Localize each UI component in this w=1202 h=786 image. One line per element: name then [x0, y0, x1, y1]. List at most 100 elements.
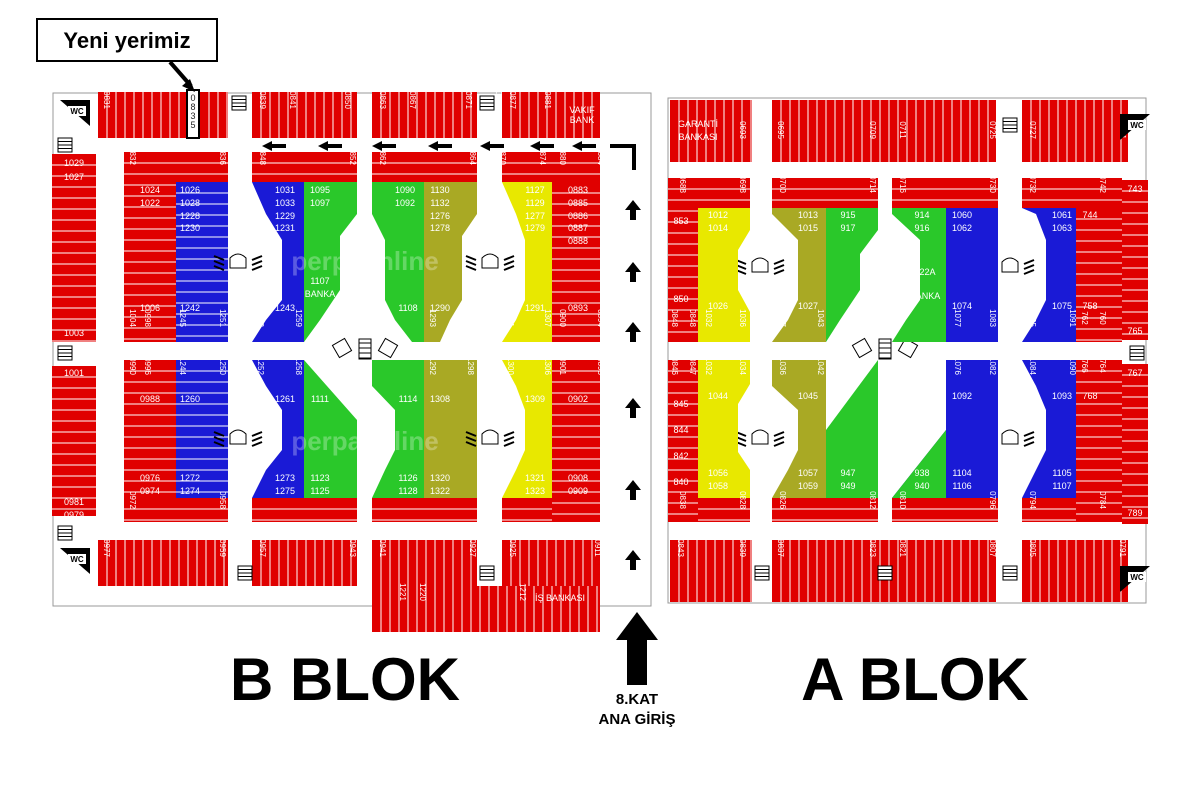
b-top-stands-3[interactable] — [252, 92, 357, 138]
b-q5-bottom[interactable] — [124, 498, 228, 522]
a-q4-top[interactable] — [1022, 178, 1122, 208]
b-top-stands-5[interactable] — [502, 92, 600, 138]
a-q5-yellow[interactable] — [698, 360, 750, 498]
stand-area[interactable] — [772, 100, 996, 162]
stand-area[interactable] — [502, 152, 600, 182]
stand-area[interactable] — [252, 498, 357, 522]
b-top-stands-1[interactable] — [98, 92, 186, 138]
b-q6-blue[interactable] — [252, 360, 304, 498]
b-q3-olive[interactable] — [424, 182, 477, 342]
b-q5-red[interactable] — [124, 360, 176, 522]
stand-area[interactable] — [1076, 360, 1122, 522]
a-q3-green[interactable] — [892, 208, 946, 342]
a-q7-blue[interactable] — [892, 360, 998, 498]
a-q6-green[interactable] — [826, 360, 878, 498]
b-q4-red[interactable] — [552, 182, 600, 342]
a-right-stands-bottom[interactable] — [1122, 364, 1148, 524]
b-left-stands-bottom[interactable] — [52, 366, 96, 516]
a-q4-red[interactable] — [1076, 208, 1122, 342]
b-q1-red[interactable] — [124, 152, 176, 342]
stand-area[interactable] — [1022, 498, 1076, 522]
stand-area[interactable] — [670, 540, 752, 602]
stand-area[interactable] — [1122, 364, 1148, 524]
a-q7-green[interactable] — [892, 430, 946, 498]
b-bottom-stands-3[interactable] — [372, 540, 477, 586]
stand-area[interactable] — [372, 586, 600, 632]
a-bottom-stands-3[interactable] — [1022, 540, 1128, 602]
stand-area[interactable] — [372, 152, 477, 182]
stand-area[interactable] — [372, 498, 477, 522]
b-bottom-stands-1[interactable] — [98, 540, 228, 586]
stand-area[interactable] — [252, 152, 357, 182]
b-q7-bottom[interactable] — [372, 498, 477, 522]
stand-area[interactable] — [1022, 178, 1122, 208]
stand-area[interactable] — [502, 540, 600, 586]
b-q7-green[interactable] — [372, 360, 424, 498]
a-q2-top[interactable] — [772, 178, 878, 208]
a-right-stands-top[interactable] — [1122, 180, 1148, 340]
b-bottom-stands-4[interactable] — [502, 540, 600, 586]
a-q1-top[interactable] — [698, 178, 750, 208]
stand-area[interactable] — [200, 92, 228, 138]
a-left-bottom[interactable] — [668, 360, 698, 522]
stand-area[interactable] — [772, 498, 878, 522]
b-top-stands-4[interactable] — [372, 92, 477, 138]
stand-area[interactable] — [502, 498, 552, 522]
a-left-top[interactable] — [668, 178, 698, 342]
a-q5-bottom[interactable] — [698, 498, 750, 522]
stand-area[interactable] — [176, 182, 228, 342]
stand-area[interactable] — [98, 540, 228, 586]
stand-area[interactable] — [52, 366, 96, 516]
a-bottom-stands-1[interactable] — [670, 540, 752, 602]
stand-area[interactable] — [698, 178, 750, 208]
stand-area[interactable] — [1122, 180, 1148, 340]
a-top-stands-2[interactable] — [772, 100, 996, 162]
stand-area[interactable] — [124, 152, 176, 342]
stand-area[interactable] — [892, 498, 998, 522]
b-q6-bottom[interactable] — [252, 498, 357, 522]
stand-area[interactable] — [552, 360, 600, 522]
stand-area[interactable] — [502, 92, 600, 138]
a-q6-bottom[interactable] — [772, 498, 878, 522]
b-q1-blue[interactable] — [176, 182, 228, 342]
b-q8-yellow[interactable] — [502, 360, 552, 498]
b-q2-green[interactable] — [304, 182, 357, 342]
stand-area[interactable] — [176, 360, 228, 498]
stand-area[interactable] — [698, 498, 750, 522]
a-q2-green[interactable] — [826, 208, 878, 342]
stand-area[interactable] — [668, 360, 698, 522]
b-q2-blue[interactable] — [252, 182, 304, 342]
b-q5-blue[interactable] — [176, 360, 228, 498]
a-q3-blue[interactable] — [946, 208, 998, 342]
stand-area[interactable] — [52, 154, 96, 342]
b-q2-top[interactable] — [252, 152, 357, 182]
stand-area[interactable] — [772, 178, 878, 208]
a-q8-bottom[interactable] — [1022, 498, 1076, 522]
a-q7-bottom[interactable] — [892, 498, 998, 522]
b-q8-red[interactable] — [552, 360, 600, 522]
b-bottom-stands-2[interactable] — [252, 540, 357, 586]
a-q3-top[interactable] — [892, 178, 998, 208]
isbank-stands[interactable] — [372, 586, 600, 632]
b-q1-top[interactable] — [124, 152, 228, 182]
stand-area[interactable] — [552, 182, 600, 342]
b-left-stands-top[interactable] — [52, 154, 96, 342]
stand-area[interactable] — [670, 100, 752, 162]
stand-area[interactable] — [98, 92, 186, 138]
stand-area[interactable] — [892, 178, 998, 208]
a-q8-blue[interactable] — [1022, 360, 1076, 498]
a-top-stands-3[interactable] — [1022, 100, 1128, 162]
b-q3-green[interactable] — [372, 182, 424, 342]
a-q1-yellow[interactable] — [698, 208, 750, 342]
b-q4-top[interactable] — [502, 152, 600, 182]
a-q8-red[interactable] — [1076, 360, 1122, 522]
b-q4-yellow[interactable] — [502, 182, 552, 342]
b-q7-olive[interactable] — [424, 360, 477, 498]
b-top-stands-2[interactable] — [200, 92, 228, 138]
a-q4-blue[interactable] — [1022, 208, 1076, 342]
stand-area[interactable] — [124, 152, 228, 182]
b-q3-top[interactable] — [372, 152, 477, 182]
b-q8-bottom[interactable] — [502, 498, 552, 522]
a-q6-olive[interactable] — [772, 360, 826, 498]
stand-area[interactable] — [668, 178, 698, 342]
